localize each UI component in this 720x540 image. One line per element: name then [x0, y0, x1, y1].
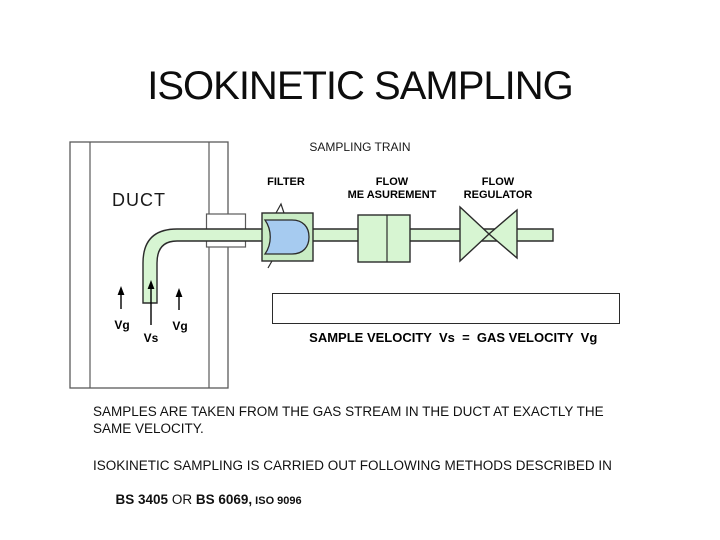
- flow-measurement-label-line2: ME ASUREMENT: [347, 188, 437, 201]
- standard-bs6069: BS 6069,: [195, 492, 253, 507]
- notes-p1-line2: SAME VELOCITY.: [93, 421, 204, 436]
- standard-bs3405: BS 3405: [115, 492, 169, 507]
- flow-measurement-label: FLOW ME ASUREMENT: [342, 176, 442, 201]
- flow-regulator-label: FLOW REGULATOR: [448, 176, 548, 201]
- notes-paragraph-2: ISOKINETIC SAMPLING IS CARRIED OUT FOLLO…: [93, 457, 612, 527]
- slide-title: ISOKINETIC SAMPLING: [147, 64, 574, 108]
- notes-p1-line1: SAMPLES ARE TAKEN FROM THE GAS STREAM IN…: [93, 404, 604, 419]
- gas-velocity-arrow-left: [117, 286, 125, 309]
- filter-media: [263, 219, 310, 255]
- valve-left-triangle: [459, 205, 491, 263]
- notes-or-text: OR: [168, 492, 196, 507]
- flow-regulator-label-line1: FLOW: [481, 176, 515, 188]
- velocity-equation-text: SAMPLE VELOCITY Vs = GAS VELOCITY Vg: [309, 330, 598, 345]
- filter-label-text: FILTER: [267, 176, 305, 188]
- flow-measurement-label-line1: FLOW: [375, 176, 409, 188]
- gas-velocity-label-right: Vg: [172, 319, 188, 333]
- standard-iso9096: ISO 9096: [252, 495, 302, 507]
- subtitle-sampling-train: SAMPLING TRAIN: [309, 140, 411, 154]
- filter-label: FILTER: [236, 176, 336, 189]
- velocity-equation-box: SAMPLE VELOCITY Vs = GAS VELOCITY Vg: [272, 293, 620, 345]
- filter-bottom-clamp-mark: [267, 260, 273, 269]
- notes-p2-line1: ISOKINETIC SAMPLING IS CARRIED OUT FOLLO…: [93, 458, 612, 473]
- valve-right-triangle: [487, 208, 518, 260]
- sampling-probe-pipe: [142, 228, 554, 304]
- duct-label: DUCT: [112, 190, 166, 210]
- gas-velocity-arrow-right: [175, 288, 183, 310]
- sample-velocity-arrow: [147, 280, 155, 325]
- gas-velocity-label-left: Vg: [114, 318, 130, 332]
- filter-top-clamp-mark: [275, 202, 285, 214]
- sample-velocity-label: Vs: [143, 331, 159, 345]
- flow-meter-body: [357, 214, 411, 263]
- flow-regulator-label-line2: REGULATOR: [463, 188, 533, 201]
- duct-outline: [69, 141, 229, 389]
- notes-paragraph-1: SAMPLES ARE TAKEN FROM THE GAS STREAM IN…: [93, 403, 604, 437]
- notes-p2-line2: BS 3405 OR BS 6069, ISO 9096: [93, 474, 612, 527]
